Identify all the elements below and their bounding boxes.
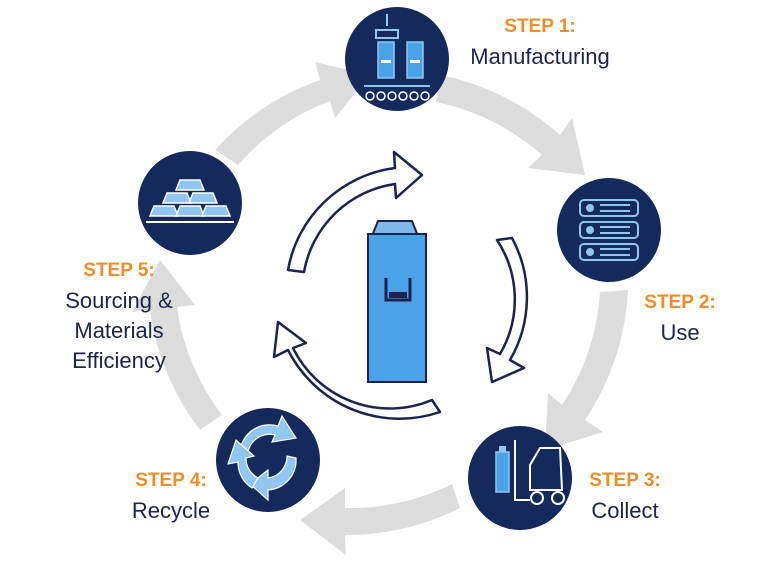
inner-arrow-top <box>286 150 424 274</box>
step-5-label: STEP 5: Sourcing & Materials Efficiency <box>44 256 194 376</box>
ring-arrow-3 <box>300 484 460 555</box>
step-5-number: STEP 5: <box>83 260 155 281</box>
step-2-label: STEP 2: Use <box>620 288 740 348</box>
factory-conveyor-icon <box>364 14 430 101</box>
step-3-title: Collect <box>591 498 659 523</box>
step-2-circle <box>557 178 661 282</box>
step-2-number: STEP 2: <box>644 292 716 313</box>
step-1-title: Manufacturing <box>470 44 610 69</box>
ring-arrow-5 <box>215 62 370 165</box>
server-rack-icon <box>579 199 639 261</box>
step-3-number: STEP 3: <box>589 470 661 491</box>
step-4-circle <box>216 408 320 512</box>
step-4-title: Recycle <box>131 498 211 523</box>
forklift-icon <box>495 440 565 505</box>
recycle-icon <box>227 414 297 502</box>
ring-arrow-2 <box>545 290 628 450</box>
step-1-number: STEP 1: <box>504 16 576 37</box>
step-2-title: Use <box>660 320 700 345</box>
inner-arrow-right <box>485 236 529 384</box>
step-5-title-line-2: Materials <box>74 318 164 343</box>
ring-arrow-1 <box>436 75 585 175</box>
step-3-circle <box>468 426 572 530</box>
step-3-label: STEP 3: Collect <box>570 466 680 526</box>
inner-cycle-arrows <box>272 150 529 420</box>
step-5-title-line-3: Efficiency <box>72 348 166 373</box>
step-5-circle <box>138 151 242 255</box>
ring-arrow-4 <box>132 260 222 430</box>
step-1-circle <box>345 7 449 111</box>
outer-cycle-ring <box>132 62 628 555</box>
gold-bars-icon <box>146 179 234 223</box>
battery-icon <box>367 220 427 383</box>
step-5-title-line-1: Sourcing & <box>65 288 173 313</box>
step-4-number: STEP 4: <box>135 470 207 491</box>
step-4-label: STEP 4: Recycle <box>116 466 226 526</box>
step-1-label: STEP 1: Manufacturing <box>450 12 630 72</box>
inner-arrow-bottom <box>272 320 442 420</box>
